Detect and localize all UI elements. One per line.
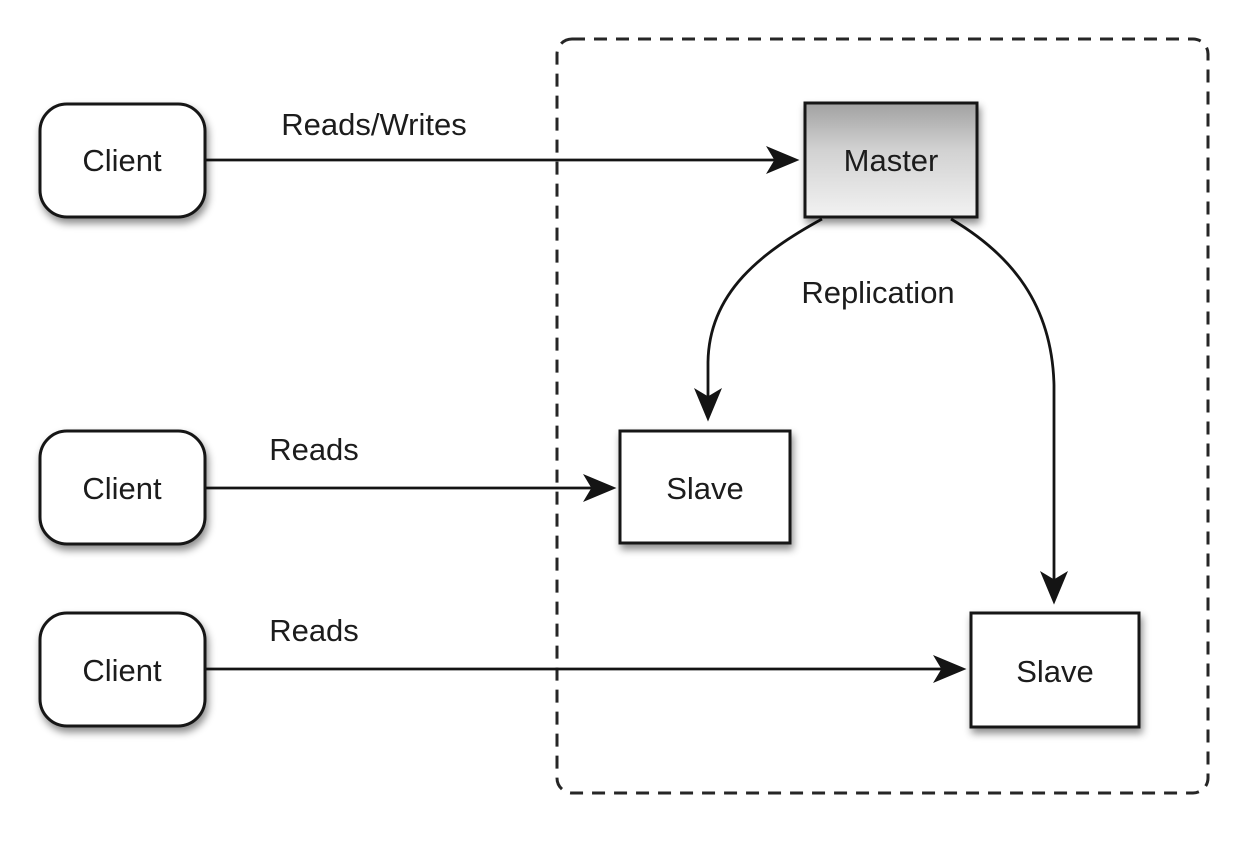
node-master: Master bbox=[803, 101, 979, 219]
node-client-3-box bbox=[38, 611, 207, 728]
edge-master-to-slave1-line bbox=[694, 217, 823, 422]
edge-master-to-slave2 bbox=[950, 217, 1068, 605]
edge-master-to-slave1: Replication bbox=[694, 217, 955, 422]
node-client-3: Client bbox=[38, 611, 207, 728]
edge-client2-to-slave1: Reads bbox=[206, 432, 617, 502]
edge-client1-to-master: Reads/Writes bbox=[206, 107, 800, 174]
node-client-1: Client bbox=[38, 102, 207, 219]
node-client-2-box bbox=[38, 429, 207, 546]
edge-client2-to-slave1-label: Reads bbox=[269, 432, 359, 467]
node-master-label: Master bbox=[844, 143, 939, 178]
edge-replication-label: Replication bbox=[801, 275, 954, 310]
edge-client3-to-slave2: Reads bbox=[206, 613, 967, 683]
node-client-2-label: Client bbox=[82, 471, 162, 506]
node-slave-1-box bbox=[618, 429, 792, 545]
node-slave-2-box bbox=[969, 611, 1141, 729]
node-client-1-label: Client bbox=[82, 143, 162, 178]
node-master-box bbox=[803, 101, 979, 219]
node-slave-1: Slave bbox=[618, 429, 792, 545]
node-client-1-box bbox=[38, 102, 207, 219]
node-slave-2: Slave bbox=[969, 611, 1141, 729]
edge-master-to-slave2-line bbox=[950, 217, 1068, 605]
replication-cluster-border bbox=[555, 37, 1210, 795]
node-client-2: Client bbox=[38, 429, 207, 546]
edge-client1-to-master-label: Reads/Writes bbox=[281, 107, 467, 142]
node-slave-2-label: Slave bbox=[1016, 654, 1094, 689]
edge-client3-to-slave2-label: Reads bbox=[269, 613, 359, 648]
node-client-3-label: Client bbox=[82, 653, 162, 688]
node-slave-1-label: Slave bbox=[666, 471, 744, 506]
